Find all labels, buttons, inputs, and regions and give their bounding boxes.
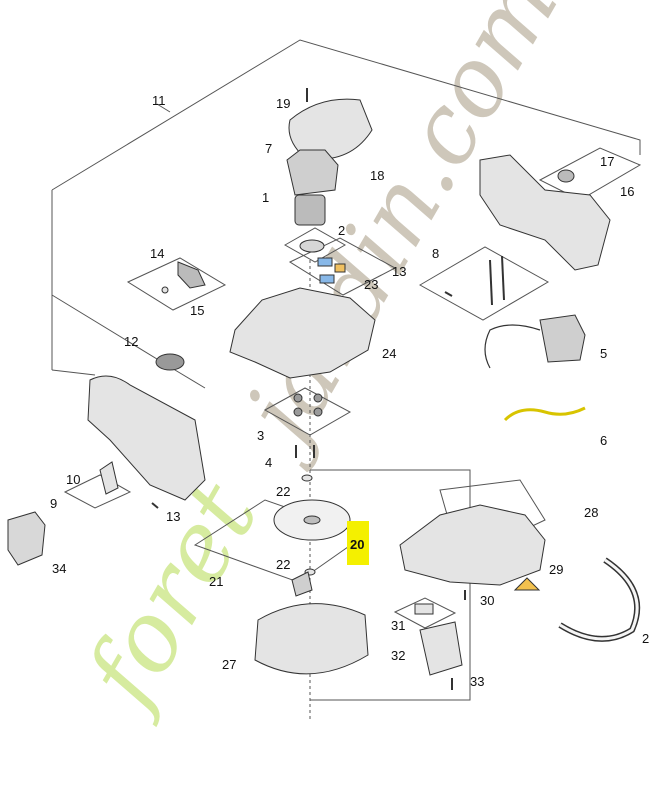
part-31-connector: [414, 603, 434, 615]
part-3-damper: [293, 407, 303, 417]
part-34-battery: [7, 511, 46, 566]
part-label-32: 32: [391, 648, 405, 663]
part-label-18: 18: [370, 168, 384, 183]
part-label-7: 7: [265, 141, 272, 156]
part-2-washer: [299, 239, 325, 253]
part-28-outlet-housing: [399, 504, 546, 586]
watermark-prefix: foret: [62, 464, 280, 729]
part-label-2-right: 2: [642, 631, 649, 646]
part-label-9: 9: [50, 496, 57, 511]
part-12-handle-left: [87, 375, 206, 501]
part-32-bracket: [419, 621, 463, 676]
part-label-11: 11: [152, 93, 166, 108]
part-label-22-top: 22: [276, 484, 290, 499]
part-label-20: 20: [350, 537, 364, 552]
part-3-dampers: [293, 393, 323, 417]
part-24-label-a: [317, 257, 333, 267]
part-12-badge: [155, 353, 185, 371]
part-label-13: 13: [166, 509, 180, 524]
part-2-hose: [558, 557, 641, 642]
part-label-22-bottom: 22: [276, 557, 290, 572]
part-21-nut: [291, 571, 313, 597]
part-label-12: 12: [124, 334, 138, 349]
plate-3: [263, 387, 352, 436]
plate-8: [418, 246, 550, 321]
part-3-damper: [313, 407, 323, 417]
part-label-34: 34: [52, 561, 66, 576]
part-label-21: 21: [209, 574, 223, 589]
part-20-fan-hub: [303, 515, 321, 525]
part-label-19: 19: [276, 96, 290, 111]
plate-31: [393, 597, 457, 629]
part-22-washer-top: [301, 474, 313, 482]
parts: [7, 88, 641, 690]
part-23-housing: [229, 287, 376, 379]
part-label-13-top: 13: [392, 264, 406, 279]
watermark-suffix: jardin.com: [214, 0, 580, 475]
group-11-leader: [156, 103, 171, 113]
part-27-shroud: [254, 603, 369, 675]
part-label-31: 31: [391, 618, 405, 633]
part-label-33: 33: [470, 674, 484, 689]
part-label-17: 17: [600, 154, 614, 169]
part-2-hose-inner: [559, 558, 639, 641]
part-16-handle-right: [479, 154, 611, 271]
plate-14-15: [126, 257, 227, 311]
part-label-28: 28: [584, 505, 598, 520]
part-6-harness: [503, 406, 586, 422]
group-12-bottom: [51, 369, 96, 376]
group-11-frame: [51, 39, 641, 191]
part-1-motor: [294, 194, 326, 226]
part-17-cap: [557, 169, 575, 183]
part-24-labels: [317, 257, 346, 284]
part-8-rod: [489, 259, 493, 306]
part-13-screw-top: [444, 291, 453, 297]
part-24-label-b: [334, 263, 346, 273]
part-3-damper: [313, 393, 323, 403]
part-label-23: 24: [382, 346, 396, 361]
part-label-1: 1: [262, 190, 269, 205]
part-label-3: 3: [257, 428, 264, 443]
part-24-label-c: [319, 274, 335, 284]
part-label-14: 14: [150, 246, 164, 261]
part-label-8: 8: [432, 246, 439, 261]
part-label-27: 27: [222, 657, 236, 672]
part-13-screw: [151, 502, 159, 509]
part-label-15: 15: [190, 303, 204, 318]
part-label-6: 6: [600, 433, 607, 448]
part-labels: 11 19 7 18 17 16 1 2 8 14 13 23 15 12 24…: [50, 93, 649, 689]
plate-9-10: [63, 474, 132, 509]
part-5-cable: [484, 324, 541, 369]
part-label-5: 5: [600, 346, 607, 361]
part-label-10: 10: [66, 472, 80, 487]
part-label-4: 4: [265, 455, 272, 470]
part-label-16: 16: [620, 184, 634, 199]
part-3-damper: [293, 393, 303, 403]
part-label-30: 30: [480, 593, 494, 608]
part-label-24: 23: [364, 277, 378, 292]
part-7-motor-top: [286, 149, 339, 196]
part-14-switch: [177, 261, 206, 289]
part-8-rod-2: [501, 255, 505, 301]
highlight-part-20: [347, 521, 369, 565]
part-label-29: 29: [549, 562, 563, 577]
part-29-warning-label: [513, 577, 541, 591]
part-10-switch: [99, 461, 119, 495]
part-5-electronics: [539, 314, 586, 363]
part-18-top-cover: [288, 98, 373, 160]
group-27-frame: [310, 469, 471, 701]
part-label-2-top: 2: [338, 223, 345, 238]
part-15-pin: [161, 286, 169, 294]
plate-2: [283, 227, 347, 263]
